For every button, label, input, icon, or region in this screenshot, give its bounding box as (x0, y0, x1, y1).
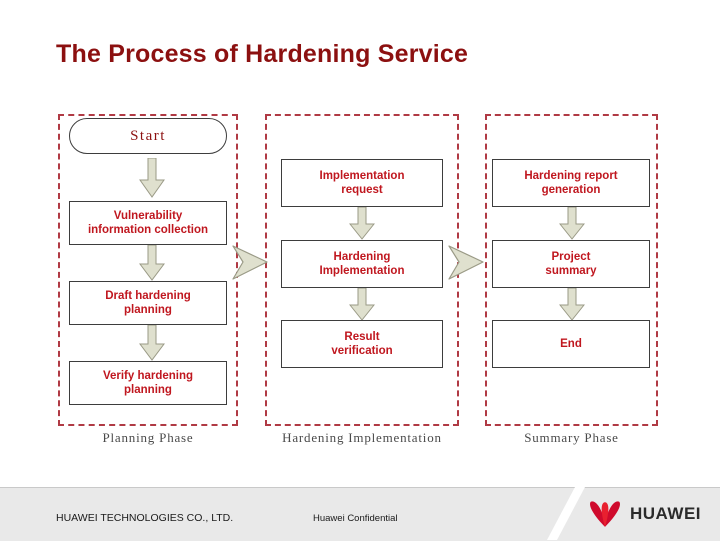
footer-company-name: HUAWEI TECHNOLOGIES CO., LTD. (56, 512, 234, 524)
brand-name-label: HUAWEI (630, 504, 701, 523)
node-draft-hardening-planning-label: Draft hardening planning (105, 290, 191, 316)
phase-region-planning (58, 114, 238, 426)
node-hardening-implementation[interactable]: Hardening Implementation (281, 240, 443, 288)
node-hardening-report-generation[interactable]: Hardening report generation (492, 159, 650, 207)
footer-slash-decoration (545, 487, 585, 540)
huawei-flower-logo-icon (590, 501, 620, 527)
node-project-summary[interactable]: Project summary (492, 240, 650, 288)
arrow-down-icon (349, 207, 375, 240)
node-result-verification-label: Result verification (331, 331, 393, 357)
phase-label-summary: Summary Phase (524, 430, 619, 445)
arrow-down-icon (559, 207, 585, 240)
node-end-label: End (560, 338, 582, 350)
footer-confidentiality-notice: Huawei Confidential (313, 513, 398, 524)
node-hardening-report-generation-label: Hardening report generation (524, 170, 618, 196)
page-title: The Process of Hardening Service (56, 40, 469, 68)
arrow-down-icon (349, 288, 375, 321)
arrow-down-icon (139, 245, 165, 281)
arrow-down-icon (139, 325, 165, 361)
phase-label-hardening-implementation: Hardening Implementation (282, 430, 442, 445)
node-implementation-request[interactable]: Implementation request (281, 159, 443, 207)
node-start[interactable]: Start (69, 118, 227, 154)
node-hardening-implementation-label: Hardening Implementation (319, 251, 405, 277)
node-verify-hardening-planning[interactable]: Verify hardening planning (69, 361, 227, 405)
phase-region-summary (485, 114, 658, 426)
process-flow-diagram: Start Vulnerability information collecti… (58, 114, 658, 445)
node-vulnerability-information-collection[interactable]: Vulnerability information collection (69, 201, 227, 245)
chevron-right-icon (443, 240, 487, 284)
huawei-brand-lockup: HUAWEI (588, 500, 701, 528)
node-verify-hardening-planning-label: Verify hardening planning (102, 370, 194, 396)
arrow-down-icon (139, 158, 165, 198)
chevron-right-icon (227, 240, 271, 284)
node-implementation-request-label: Implementation request (319, 170, 405, 196)
node-start-label: Start (130, 128, 166, 144)
phase-label-planning: Planning Phase (102, 430, 194, 445)
node-vulnerability-information-collection-label: Vulnerability information collection (87, 210, 209, 236)
node-end[interactable]: End (492, 320, 650, 368)
node-result-verification[interactable]: Result verification (281, 320, 443, 368)
arrow-down-icon (559, 288, 585, 321)
node-project-summary-label: Project summary (545, 251, 597, 277)
node-draft-hardening-planning[interactable]: Draft hardening planning (69, 281, 227, 325)
